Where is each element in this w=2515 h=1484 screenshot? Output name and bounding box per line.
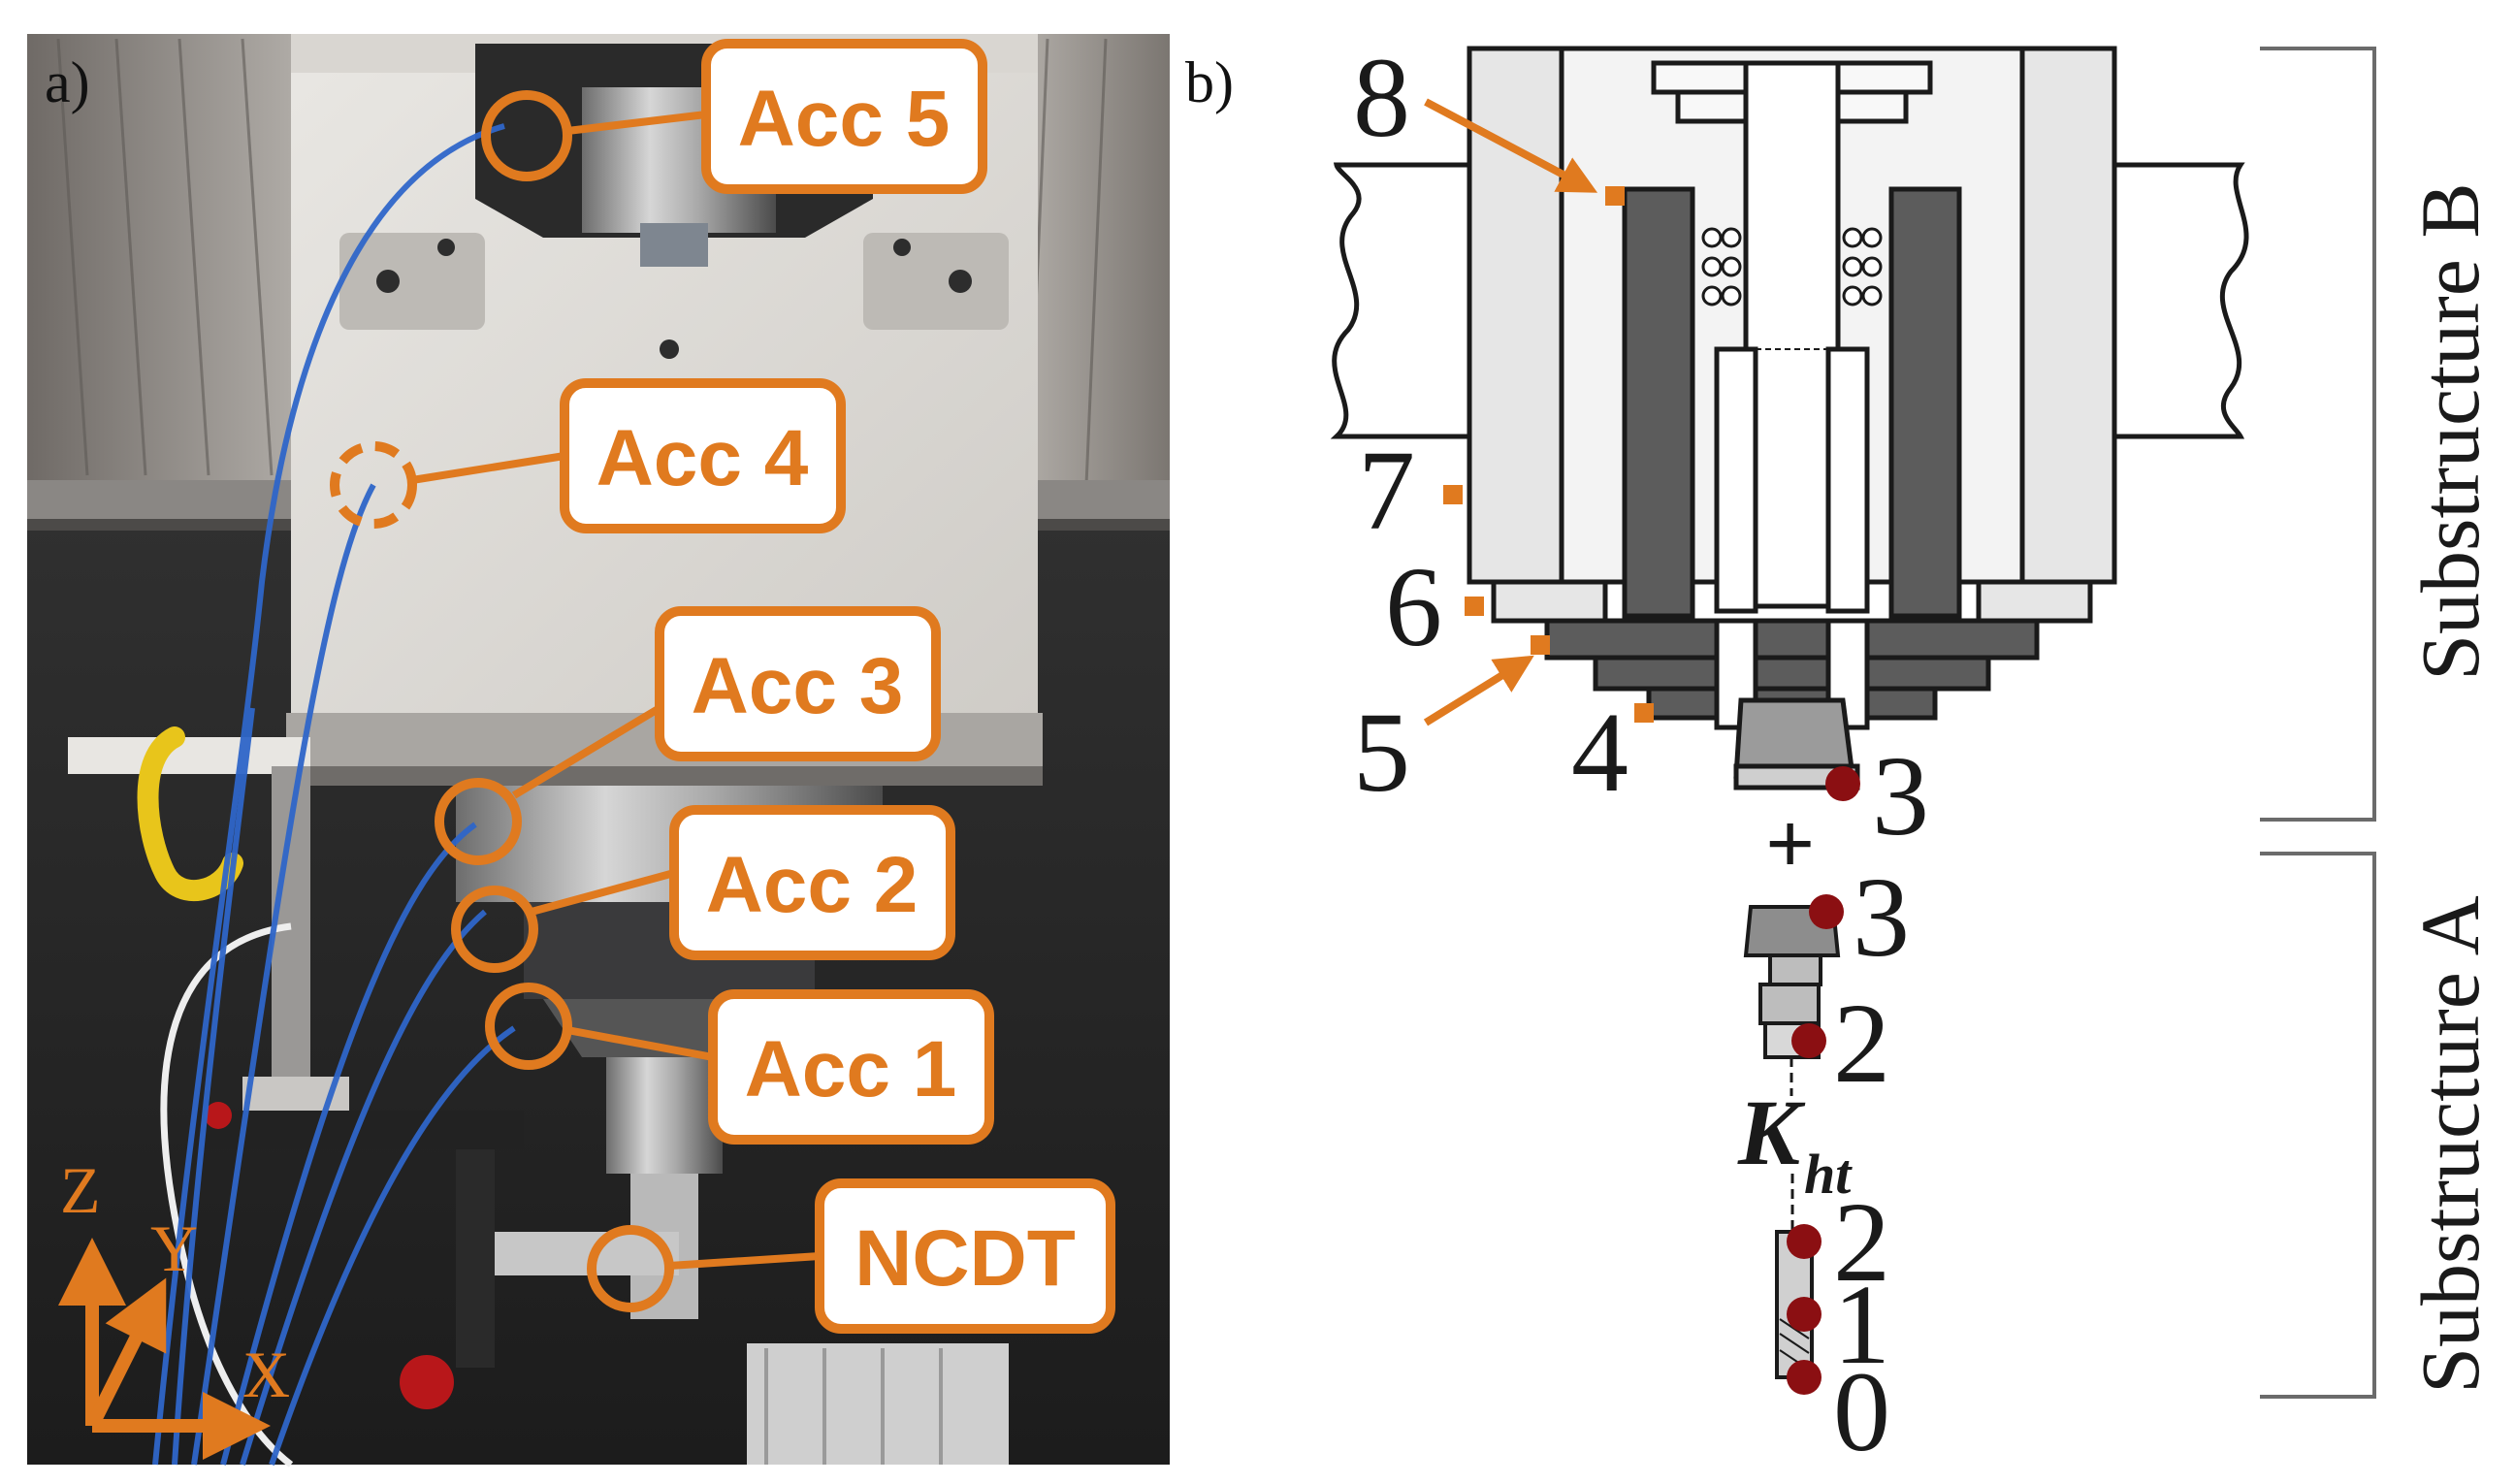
axis-y-label: Y — [150, 1211, 198, 1285]
acc1-marker — [485, 983, 572, 1070]
point-3-spindle-label: 3 — [1872, 732, 1929, 859]
point-6-marker — [1465, 597, 1484, 616]
point-2-holder-label: 2 — [1833, 980, 1890, 1107]
point-0-tool-label: 0 — [1833, 1348, 1890, 1475]
panel-a-tag: a) — [45, 50, 90, 114]
point-7-marker — [1443, 485, 1463, 504]
ncdt-label: NCDT — [854, 1214, 1076, 1303]
panel-b-tag: b) — [1185, 50, 1234, 114]
substructure-b-bracket — [2260, 47, 2376, 822]
point-3-holder-label: 3 — [1853, 854, 1910, 981]
substructure-brackets — [2260, 47, 2376, 1399]
acc3-label: Acc 3 — [692, 642, 904, 730]
point-5-label: 5 — [1353, 689, 1410, 816]
sensor-label-boxes — [560, 39, 1115, 1334]
point-5-marker — [1531, 635, 1550, 655]
sensor-markers — [330, 90, 674, 1312]
tool-holder — [1743, 905, 1841, 1096]
point-3-holder — [1809, 894, 1844, 929]
substructure-a-bracket — [2260, 852, 2376, 1399]
spindle-schematic — [1330, 46, 2249, 790]
acc5-label: Acc 5 — [738, 75, 951, 163]
point-arrows — [1423, 98, 1598, 726]
point-2-tool — [1787, 1224, 1822, 1259]
joint-stiffness-subscript: ht — [1804, 1143, 1853, 1206]
point-7-label: 7 — [1358, 427, 1415, 554]
sensor-leaders — [411, 111, 821, 1270]
point-1-tool-label: 1 — [1833, 1261, 1890, 1388]
point-1-tool — [1787, 1297, 1822, 1332]
point-3-spindle — [1825, 766, 1860, 801]
acc4-marker — [330, 441, 417, 529]
point-2-tool-label: 2 — [1833, 1178, 1890, 1306]
acc5-marker — [481, 90, 572, 181]
substructure-b-label: Substructure B — [2403, 182, 2497, 681]
acc3-marker — [435, 778, 522, 865]
substructure-a-label: Substructure A — [2403, 895, 2497, 1394]
point-6-label: 6 — [1385, 543, 1442, 670]
point-0-tool — [1787, 1360, 1822, 1395]
acc1-label: Acc 1 — [745, 1025, 957, 1113]
point-2-holder — [1791, 1023, 1826, 1058]
measurement-points — [1443, 186, 1654, 723]
point-4-label: 4 — [1571, 689, 1628, 816]
point-8-marker — [1605, 186, 1625, 206]
point-4-marker — [1634, 703, 1654, 723]
coupling-plus: + — [1765, 796, 1815, 892]
acc2-marker — [451, 886, 538, 973]
coordinate-axes — [58, 1238, 271, 1460]
axis-x-label: X — [242, 1338, 290, 1411]
acc4-label: Acc 4 — [597, 414, 809, 502]
coupling-points — [1787, 766, 1860, 1395]
acc2-label: Acc 2 — [706, 841, 919, 929]
axis-z-label: Z — [60, 1153, 101, 1227]
ncdt-marker — [587, 1225, 674, 1312]
point-8-label: 8 — [1353, 34, 1410, 161]
joint-stiffness-symbol: K — [1737, 1081, 1806, 1184]
